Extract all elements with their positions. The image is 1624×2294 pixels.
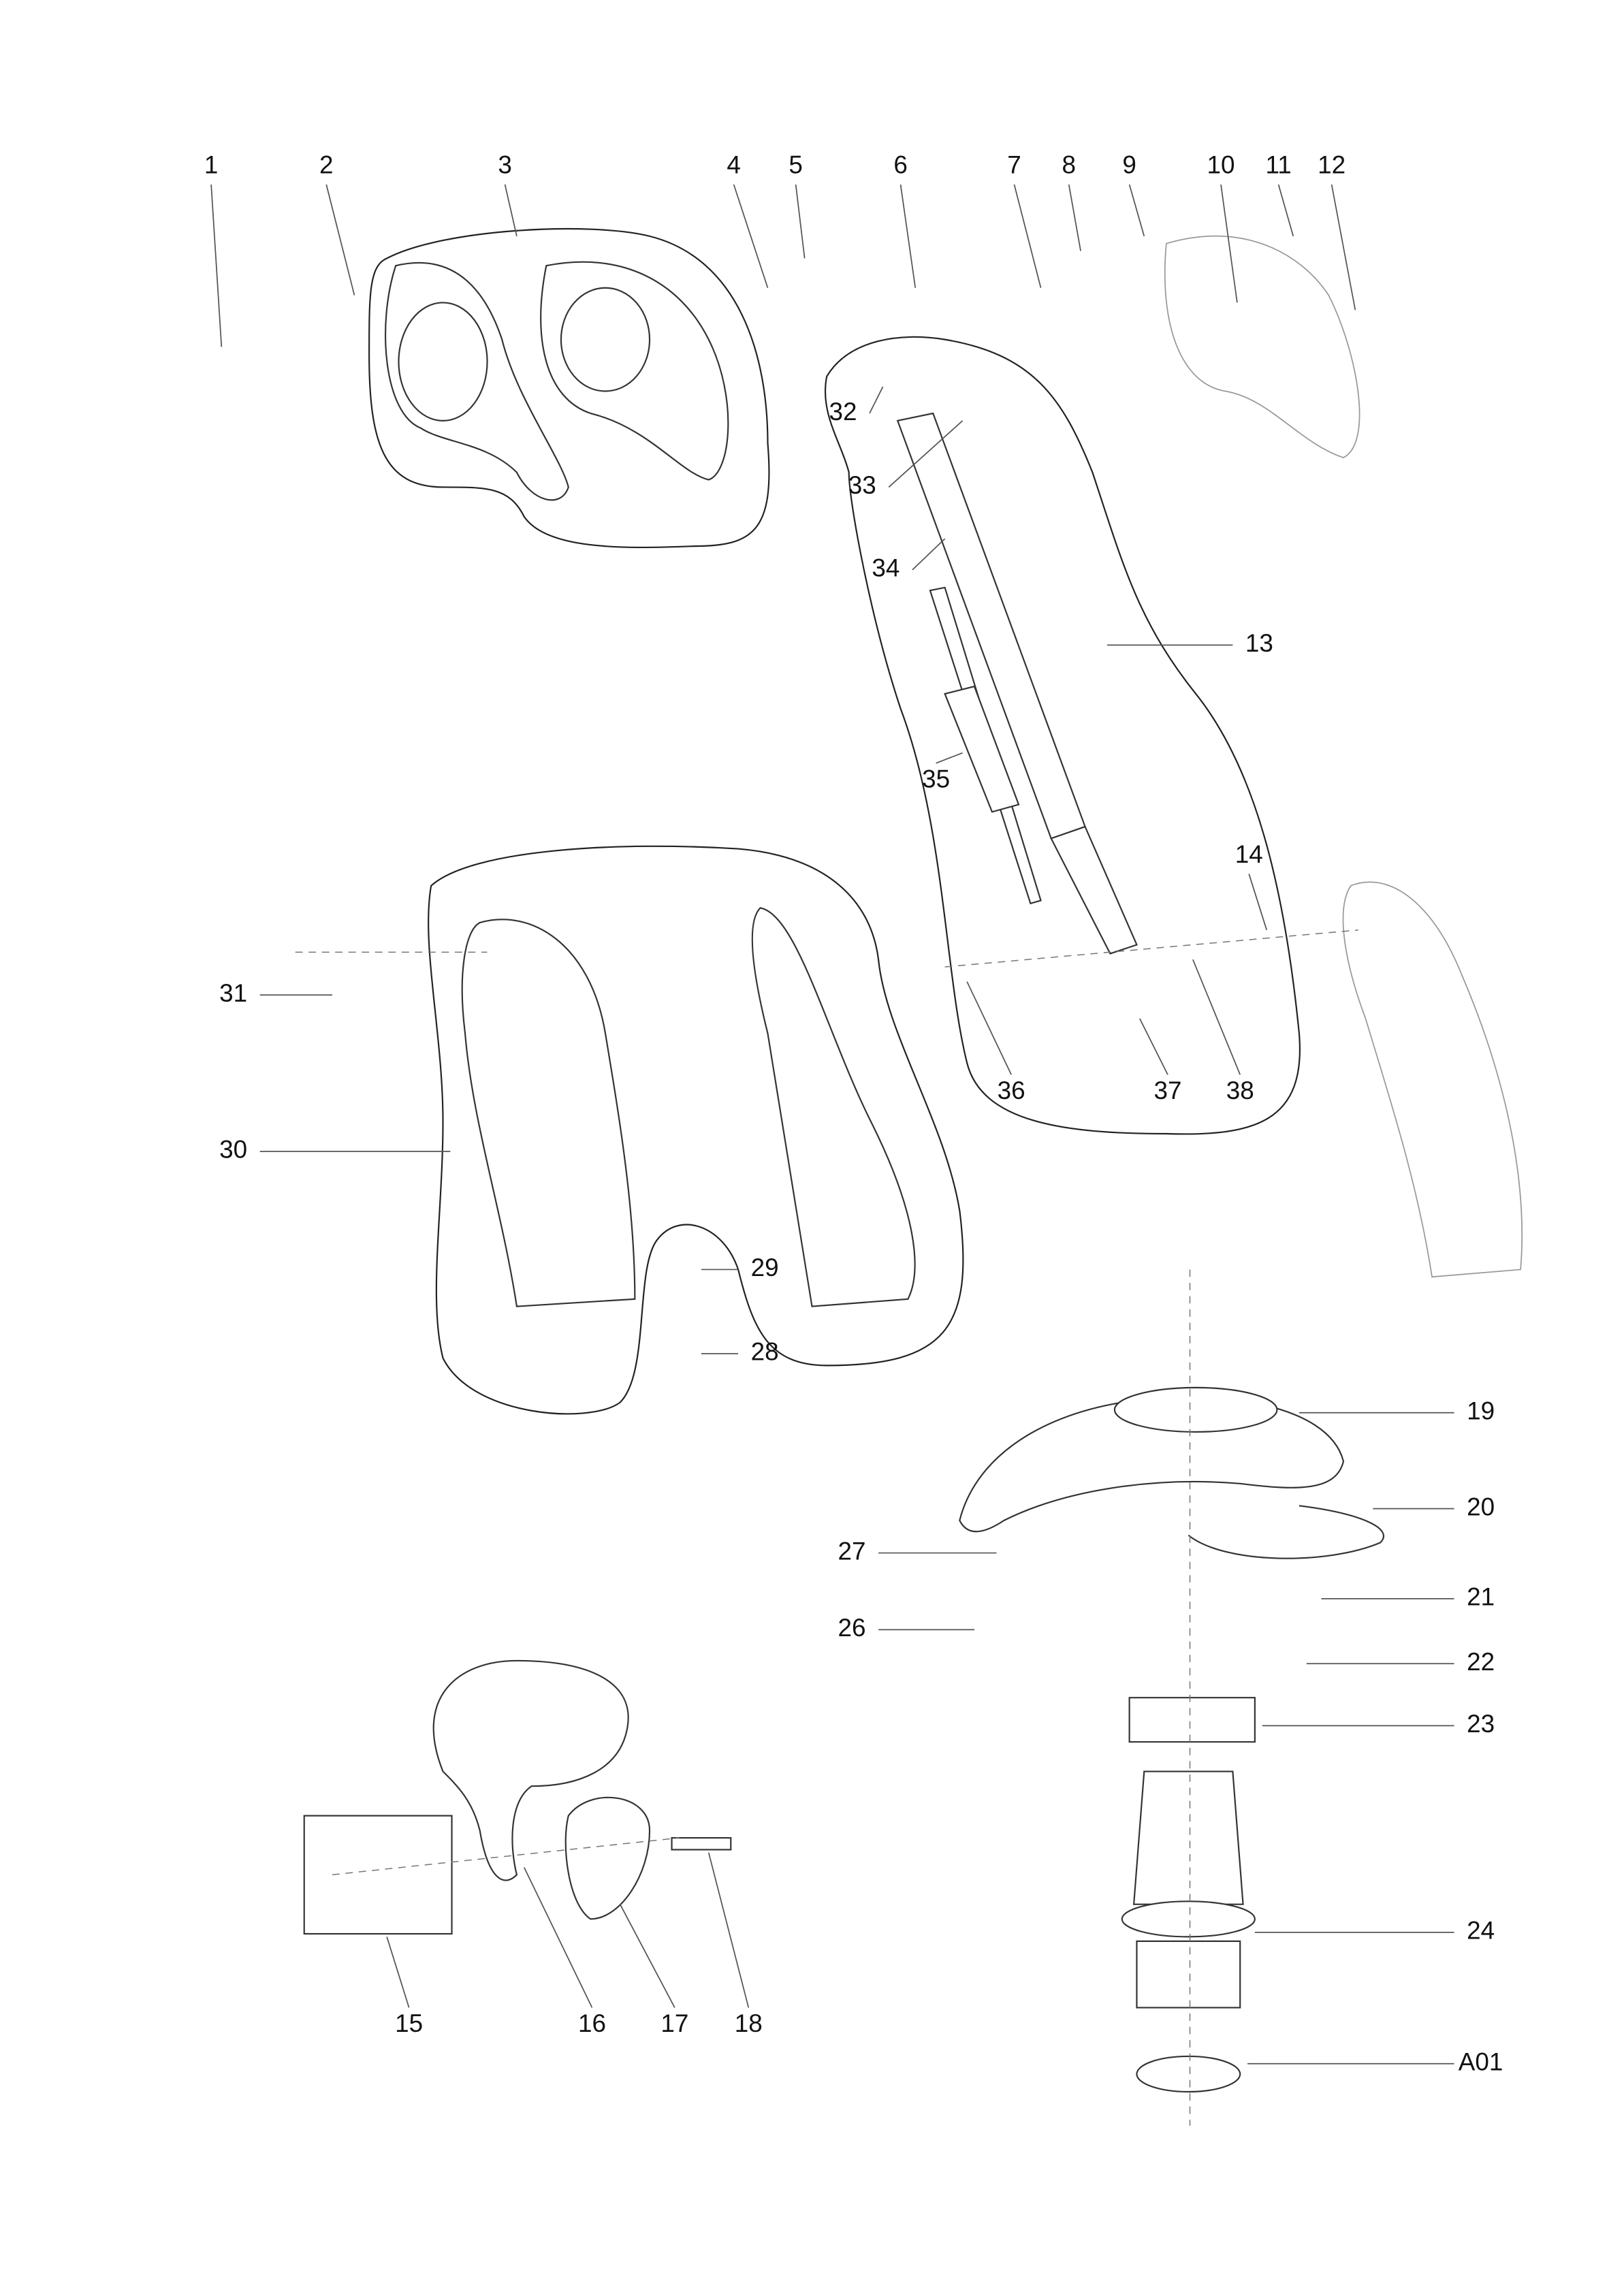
leader-line-38 bbox=[1192, 959, 1241, 1075]
leader-line-17 bbox=[619, 1904, 675, 2008]
part-label-23: 23 bbox=[1467, 1710, 1495, 1738]
part-label-35: 35 bbox=[922, 765, 950, 793]
part-label-11: 11 bbox=[1265, 151, 1291, 179]
part-label-8: 8 bbox=[1062, 151, 1076, 179]
handle-axis bbox=[332, 1837, 680, 1876]
part-label-37: 37 bbox=[1153, 1077, 1181, 1104]
leader-line-2 bbox=[325, 184, 355, 296]
leader-line-11 bbox=[1277, 184, 1294, 237]
part-label-32: 32 bbox=[829, 398, 857, 426]
leader-line-37 bbox=[1139, 1018, 1168, 1075]
part-label-38: 38 bbox=[1226, 1077, 1254, 1104]
part-label-13: 13 bbox=[1245, 629, 1273, 657]
leader-line-33 bbox=[888, 420, 964, 488]
part-label-16: 16 bbox=[578, 2009, 606, 2037]
part-label-17: 17 bbox=[660, 2009, 688, 2037]
part-label-22: 22 bbox=[1467, 1648, 1495, 1676]
leader-line-7 bbox=[1013, 184, 1042, 288]
part-label-26: 26 bbox=[838, 1614, 866, 1642]
part-label-14: 14 bbox=[1235, 840, 1263, 868]
handle-group-outline bbox=[368, 227, 770, 549]
leader-line-6 bbox=[899, 184, 917, 288]
part-label-21: 21 bbox=[1467, 1583, 1495, 1611]
part-label-5: 5 bbox=[789, 151, 803, 179]
part-label-24: 24 bbox=[1467, 1917, 1495, 1945]
leader-line-4 bbox=[733, 184, 769, 289]
leader-line-5 bbox=[795, 184, 806, 259]
part-label-19: 19 bbox=[1467, 1397, 1495, 1424]
leader-line-8 bbox=[1068, 184, 1081, 251]
rear-handle-faded bbox=[1342, 881, 1523, 1278]
leader-line-10 bbox=[1220, 184, 1238, 303]
leader-line-15 bbox=[386, 1937, 410, 2008]
part-label-34: 34 bbox=[872, 554, 899, 582]
leader-line-18 bbox=[707, 1852, 750, 2008]
shaft-tube bbox=[896, 412, 1138, 955]
part-label-29: 29 bbox=[751, 1254, 779, 1281]
part-label-a01: A01 bbox=[1459, 2048, 1503, 2076]
leader-line-16 bbox=[523, 1867, 593, 2008]
shaft-axis bbox=[944, 929, 1358, 968]
housing-group-outline bbox=[428, 845, 964, 1415]
line-guard bbox=[959, 1386, 1384, 1559]
part-label-2: 2 bbox=[319, 151, 334, 179]
leader-line-14 bbox=[1248, 874, 1268, 931]
part-label-4: 4 bbox=[727, 151, 741, 179]
leader-line-12 bbox=[1331, 184, 1356, 310]
part-label-1: 1 bbox=[204, 151, 219, 179]
leader-line-34 bbox=[912, 538, 946, 571]
leader-line-9 bbox=[1128, 184, 1145, 237]
leader-line-35 bbox=[936, 752, 963, 764]
part-label-10: 10 bbox=[1207, 151, 1235, 179]
handle-housing-right-faded bbox=[1164, 235, 1360, 459]
shaft-group-outline bbox=[824, 336, 1301, 1135]
handle-housing-left bbox=[384, 261, 569, 501]
part-label-7: 7 bbox=[1007, 151, 1021, 179]
part-label-27: 27 bbox=[838, 1537, 866, 1565]
part-label-20: 20 bbox=[1467, 1493, 1495, 1520]
part-label-28: 28 bbox=[751, 1338, 779, 1366]
leader-line-1 bbox=[210, 184, 223, 347]
part-label-36: 36 bbox=[998, 1077, 1025, 1104]
part-label-3: 3 bbox=[498, 151, 512, 179]
part-label-30: 30 bbox=[219, 1136, 247, 1164]
handle-housing-right bbox=[540, 261, 729, 481]
part-label-15: 15 bbox=[395, 2009, 423, 2037]
front-handle bbox=[303, 1659, 732, 1935]
part-label-6: 6 bbox=[893, 151, 908, 179]
motor-assembly bbox=[1121, 1697, 1256, 2093]
part-label-33: 33 bbox=[848, 471, 876, 499]
part-label-18: 18 bbox=[735, 2009, 763, 2037]
leader-line-36 bbox=[966, 981, 1012, 1075]
guard-housing-left bbox=[461, 919, 636, 1307]
guard-housing-right bbox=[751, 907, 916, 1307]
part-label-31: 31 bbox=[219, 979, 247, 1007]
leader-line-3 bbox=[504, 184, 518, 237]
part-label-12: 12 bbox=[1318, 151, 1346, 179]
part-label-9: 9 bbox=[1122, 151, 1136, 179]
leader-line-32 bbox=[869, 386, 884, 414]
